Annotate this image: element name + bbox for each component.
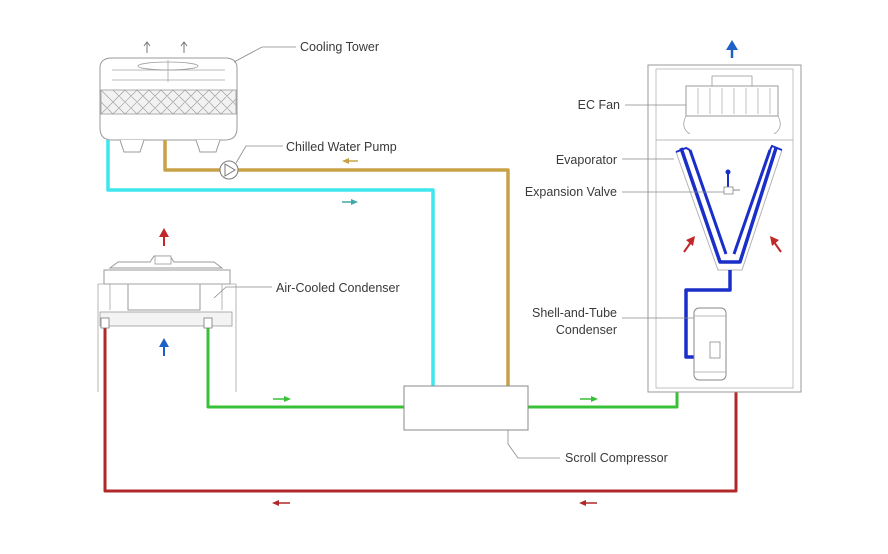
up-arrow-icon	[159, 228, 169, 246]
evaporator-label: Evaporator	[556, 153, 617, 167]
flow-arrow-icon	[342, 199, 358, 205]
up-arrow-icon	[159, 338, 169, 356]
flow-arrow-icon	[342, 158, 358, 164]
fan-icon	[683, 75, 781, 135]
flow-arrow-icon	[273, 396, 291, 402]
pump-icon	[219, 160, 239, 180]
expansion-valve-label: Expansion Valve	[525, 185, 617, 199]
air-cooled-condenser-label: Air-Cooled Condenser	[276, 281, 400, 295]
shell-and-tube-label-line1: Shell-and-Tube	[532, 306, 617, 320]
ec-fan-label: EC Fan	[578, 98, 620, 112]
flow-arrow-icon	[579, 500, 597, 506]
shell-and-tube-condenser	[693, 307, 727, 381]
cooling-tower-label: Cooling Tower	[300, 40, 379, 54]
up-arrow-icon	[143, 41, 188, 53]
indoor-unit	[647, 40, 802, 393]
cooling-tower	[99, 41, 238, 153]
evaporator-coil	[675, 144, 783, 271]
up-arrow-icon	[683, 236, 695, 253]
chilled-water-pump-label: Chilled Water Pump	[286, 140, 397, 154]
flow-arrow-icon	[580, 396, 598, 402]
valve-icon	[723, 169, 740, 195]
refrigerant-loop	[103, 190, 738, 493]
flow-arrow-icon	[272, 500, 290, 506]
up-arrow-icon	[770, 236, 782, 253]
scroll-compressor	[403, 385, 529, 431]
condenser-water-loop	[106, 140, 510, 388]
air-cooled-condenser	[97, 228, 237, 392]
fan-icon	[112, 60, 225, 82]
leader-lines	[213, 46, 724, 459]
shell-and-tube-label-line2: Condenser	[556, 323, 617, 337]
up-arrow-icon	[726, 40, 738, 58]
scroll-compressor-label: Scroll Compressor	[565, 451, 668, 465]
